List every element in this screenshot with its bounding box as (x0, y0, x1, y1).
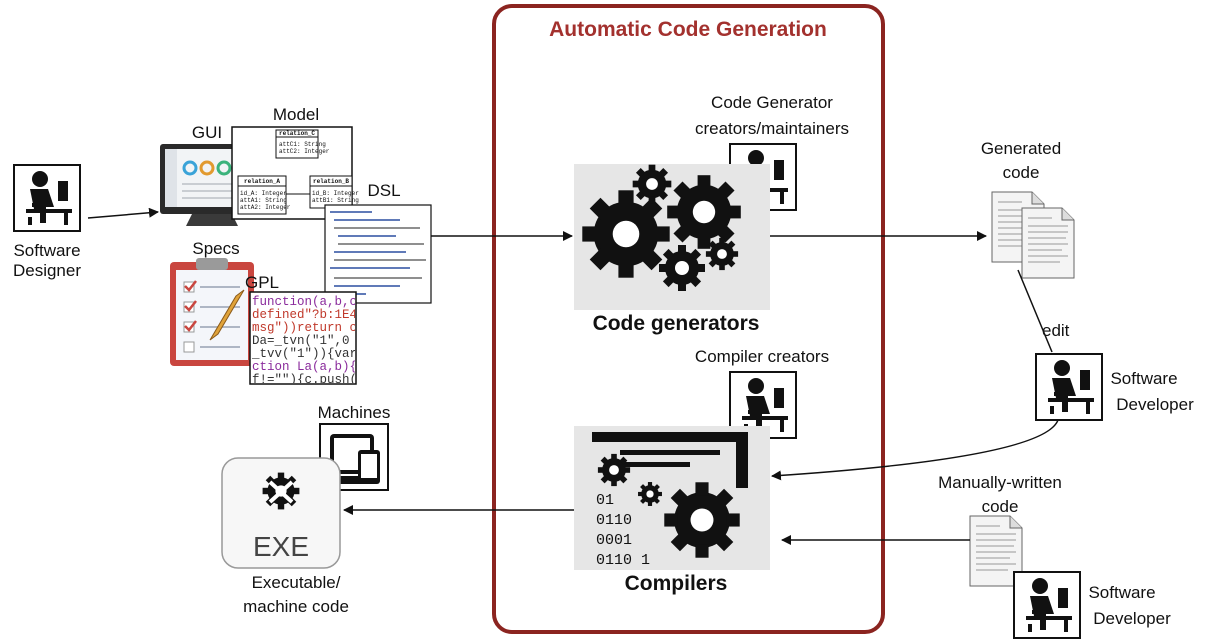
svg-text:relation_A: relation_A (244, 178, 280, 185)
gpl-code-box: function(a,b,c defined"?b:1E4 msg"))retu… (249, 291, 357, 387)
compilers-icon: 01 0110 0001 0110 1 (574, 426, 770, 570)
machines-label: Machines (318, 403, 391, 422)
code-generators-label: Code generators (593, 312, 760, 335)
svg-text:attA2: Integer: attA2: Integer (240, 204, 291, 211)
svg-text:msg"))return c: msg"))return c (252, 321, 357, 335)
svg-text:01: 01 (596, 492, 614, 509)
software-developer-1-label-2: Developer (1116, 395, 1194, 414)
svg-text:0110 1: 0110 1 (596, 552, 650, 569)
svg-text:attC2: Integer: attC2: Integer (279, 148, 330, 155)
generated-code-page-2 (1021, 207, 1075, 279)
svg-text:EXE: EXE (253, 531, 309, 562)
software-developer-2-label-1: Software (1088, 583, 1155, 602)
specs-label: Specs (192, 239, 239, 258)
svg-text:function(a,b,c: function(a,b,c (252, 295, 357, 309)
svg-text:attA1: String: attA1: String (240, 197, 287, 204)
software-developer-1-icon (1035, 353, 1103, 421)
gui-label: GUI (192, 123, 222, 142)
executable-label-1: Executable/ (252, 573, 341, 592)
dsl-code-page (324, 204, 432, 304)
code-generator-creators-label-2: creators/maintainers (695, 119, 849, 138)
svg-text:0001: 0001 (596, 532, 632, 549)
svg-text:defined"?b:1E4: defined"?b:1E4 (252, 308, 357, 322)
svg-text:ction La(a,b){: ction La(a,b){ (252, 360, 357, 374)
code-generation-frame (492, 4, 885, 634)
svg-text:Da=_tvn("1",0: Da=_tvn("1",0 (252, 334, 350, 348)
manually-written-label-1: Manually-written (938, 473, 1062, 492)
gpl-label: GPL (245, 273, 279, 292)
software-designer-label-2: Designer (13, 261, 81, 280)
svg-text:f!=""){c.push(: f!=""){c.push( (252, 373, 357, 387)
code-generator-creators-label-1: Code Generator (711, 93, 833, 112)
frame-title: Automatic Code Generation (549, 18, 827, 41)
svg-text:relation_C: relation_C (279, 130, 315, 137)
model-diagram: relation_C attC1: String attC2: Integer … (231, 126, 359, 220)
model-label: Model (273, 105, 319, 124)
specs-clipboard-icon (170, 258, 254, 366)
svg-text:attB1: String: attB1: String (312, 197, 359, 204)
code-generators-gear-icon (574, 164, 770, 310)
manually-written-label-2: code (982, 497, 1019, 516)
edit-label: edit (1042, 321, 1070, 340)
compiler-creators-label: Compiler creators (695, 347, 829, 366)
edit-connector (1017, 269, 1053, 353)
software-developer-2-icon (1013, 571, 1081, 639)
svg-text:_tvv("1")){var: _tvv("1")){var (251, 347, 357, 361)
executable-label-2: machine code (243, 597, 349, 616)
svg-text:id_B: Integer: id_B: Integer (312, 190, 359, 197)
arrow-developer-to-compilers (771, 419, 1059, 481)
generated-code-label-1: Generated (981, 139, 1061, 158)
dsl-label: DSL (367, 181, 400, 200)
executable-icon: EXE (221, 457, 341, 569)
arrow-designer-to-inputs (87, 207, 159, 219)
software-developer-2-label-2: Developer (1093, 609, 1171, 628)
software-designer-icon (13, 164, 81, 232)
svg-text:0110: 0110 (596, 512, 632, 529)
software-designer-label-1: Software (13, 241, 80, 260)
svg-text:id_A: Integer: id_A: Integer (240, 190, 287, 197)
generated-code-label-2: code (1003, 163, 1040, 182)
svg-text:attC1: String: attC1: String (279, 141, 326, 148)
svg-text:relation_B: relation_B (313, 178, 349, 185)
software-developer-1-label-1: Software (1110, 369, 1177, 388)
compilers-label: Compilers (625, 572, 728, 595)
